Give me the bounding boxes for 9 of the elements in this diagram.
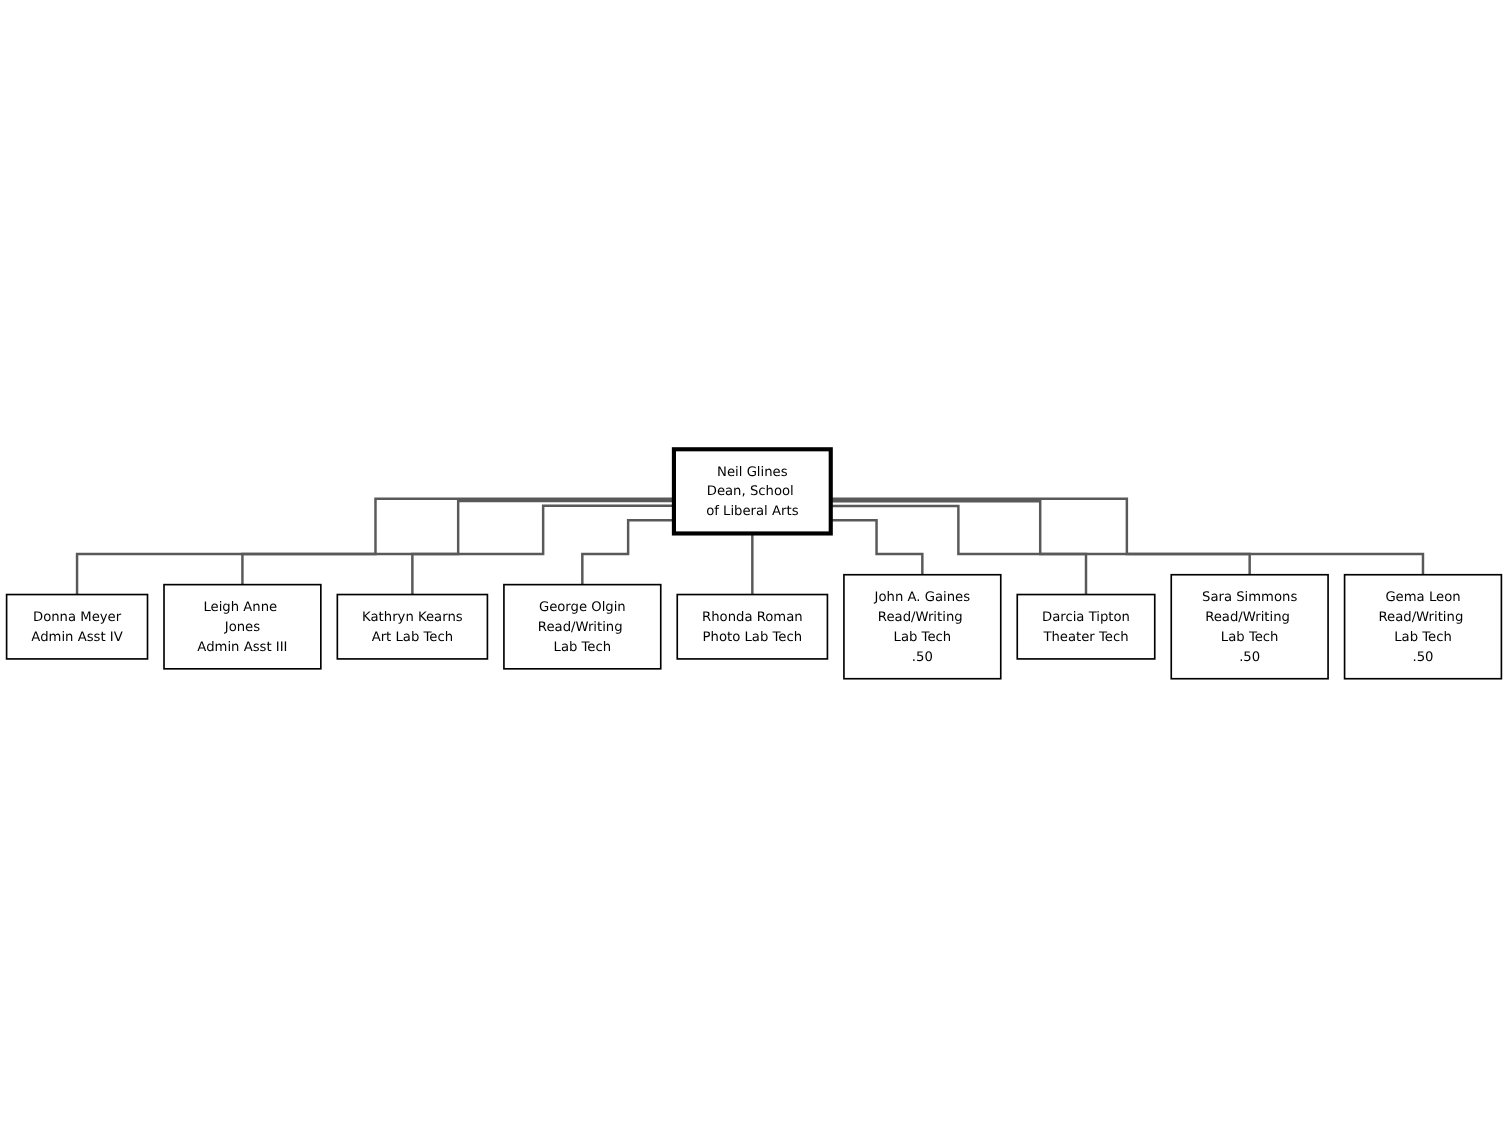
connector <box>75 497 674 596</box>
connector <box>830 519 924 576</box>
connector <box>411 504 674 596</box>
connector <box>830 504 1088 596</box>
connector <box>241 499 674 586</box>
connector <box>581 519 674 586</box>
connector <box>830 500 1251 576</box>
connector <box>751 532 754 596</box>
connector <box>830 497 1425 576</box>
